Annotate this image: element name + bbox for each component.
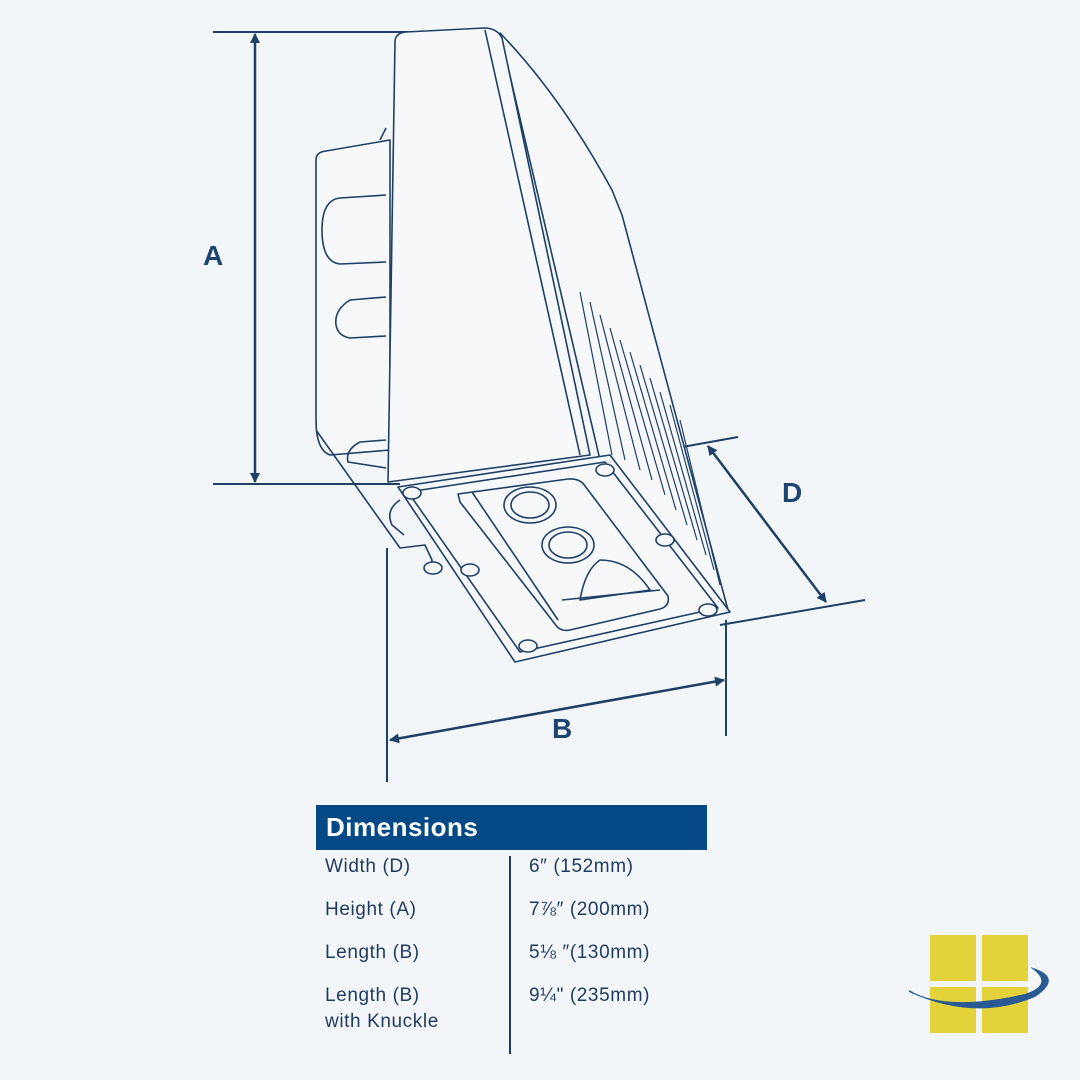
cooling-fins — [579, 291, 721, 586]
row-value: 6″ (152mm) — [529, 856, 634, 877]
row-label: Length (B) — [325, 942, 420, 963]
logo-square — [930, 987, 976, 1033]
row-value: 5⅛ ″(130mm) — [529, 942, 651, 963]
row-label: Width (D) — [325, 856, 411, 877]
row-value: 9¼" (235mm) — [529, 985, 651, 1006]
fixture-outline — [315, 27, 731, 663]
table-row: Length (B) 5⅛ ″(130mm) — [316, 940, 707, 966]
table-row: Width (D) 6″ (152mm) — [316, 854, 707, 880]
table-row: Length (B) with Knuckle 9¼" (235mm) — [316, 983, 707, 1035]
logo-square — [982, 987, 1028, 1033]
mounting-screws — [402, 463, 718, 653]
logo-square — [982, 935, 1028, 981]
dimension-a-label: A — [203, 240, 224, 271]
logo-swoosh — [909, 967, 1049, 1009]
dimension-a-lines — [213, 31, 408, 485]
row-value: 7⅞″ (200mm) — [529, 899, 651, 920]
front-face — [387, 27, 591, 483]
column-divider — [509, 856, 511, 1054]
rear-housing — [499, 32, 729, 611]
dimension-b-lines — [386, 548, 727, 782]
dimension-d-label: D — [782, 477, 803, 508]
logo-square — [930, 935, 976, 981]
row-label: Height (A) — [325, 899, 417, 920]
dimension-b-label: B — [552, 713, 573, 744]
row-label: Length (B) with Knuckle — [325, 985, 439, 1032]
table-row: Height (A) 7⅞″ (200mm) — [316, 897, 707, 923]
dimensions-table: Dimensions Width (D) 6″ (152mm) Height (… — [316, 805, 707, 1054]
company-logo — [909, 935, 1049, 1033]
dimensions-table-title: Dimensions — [316, 805, 707, 850]
